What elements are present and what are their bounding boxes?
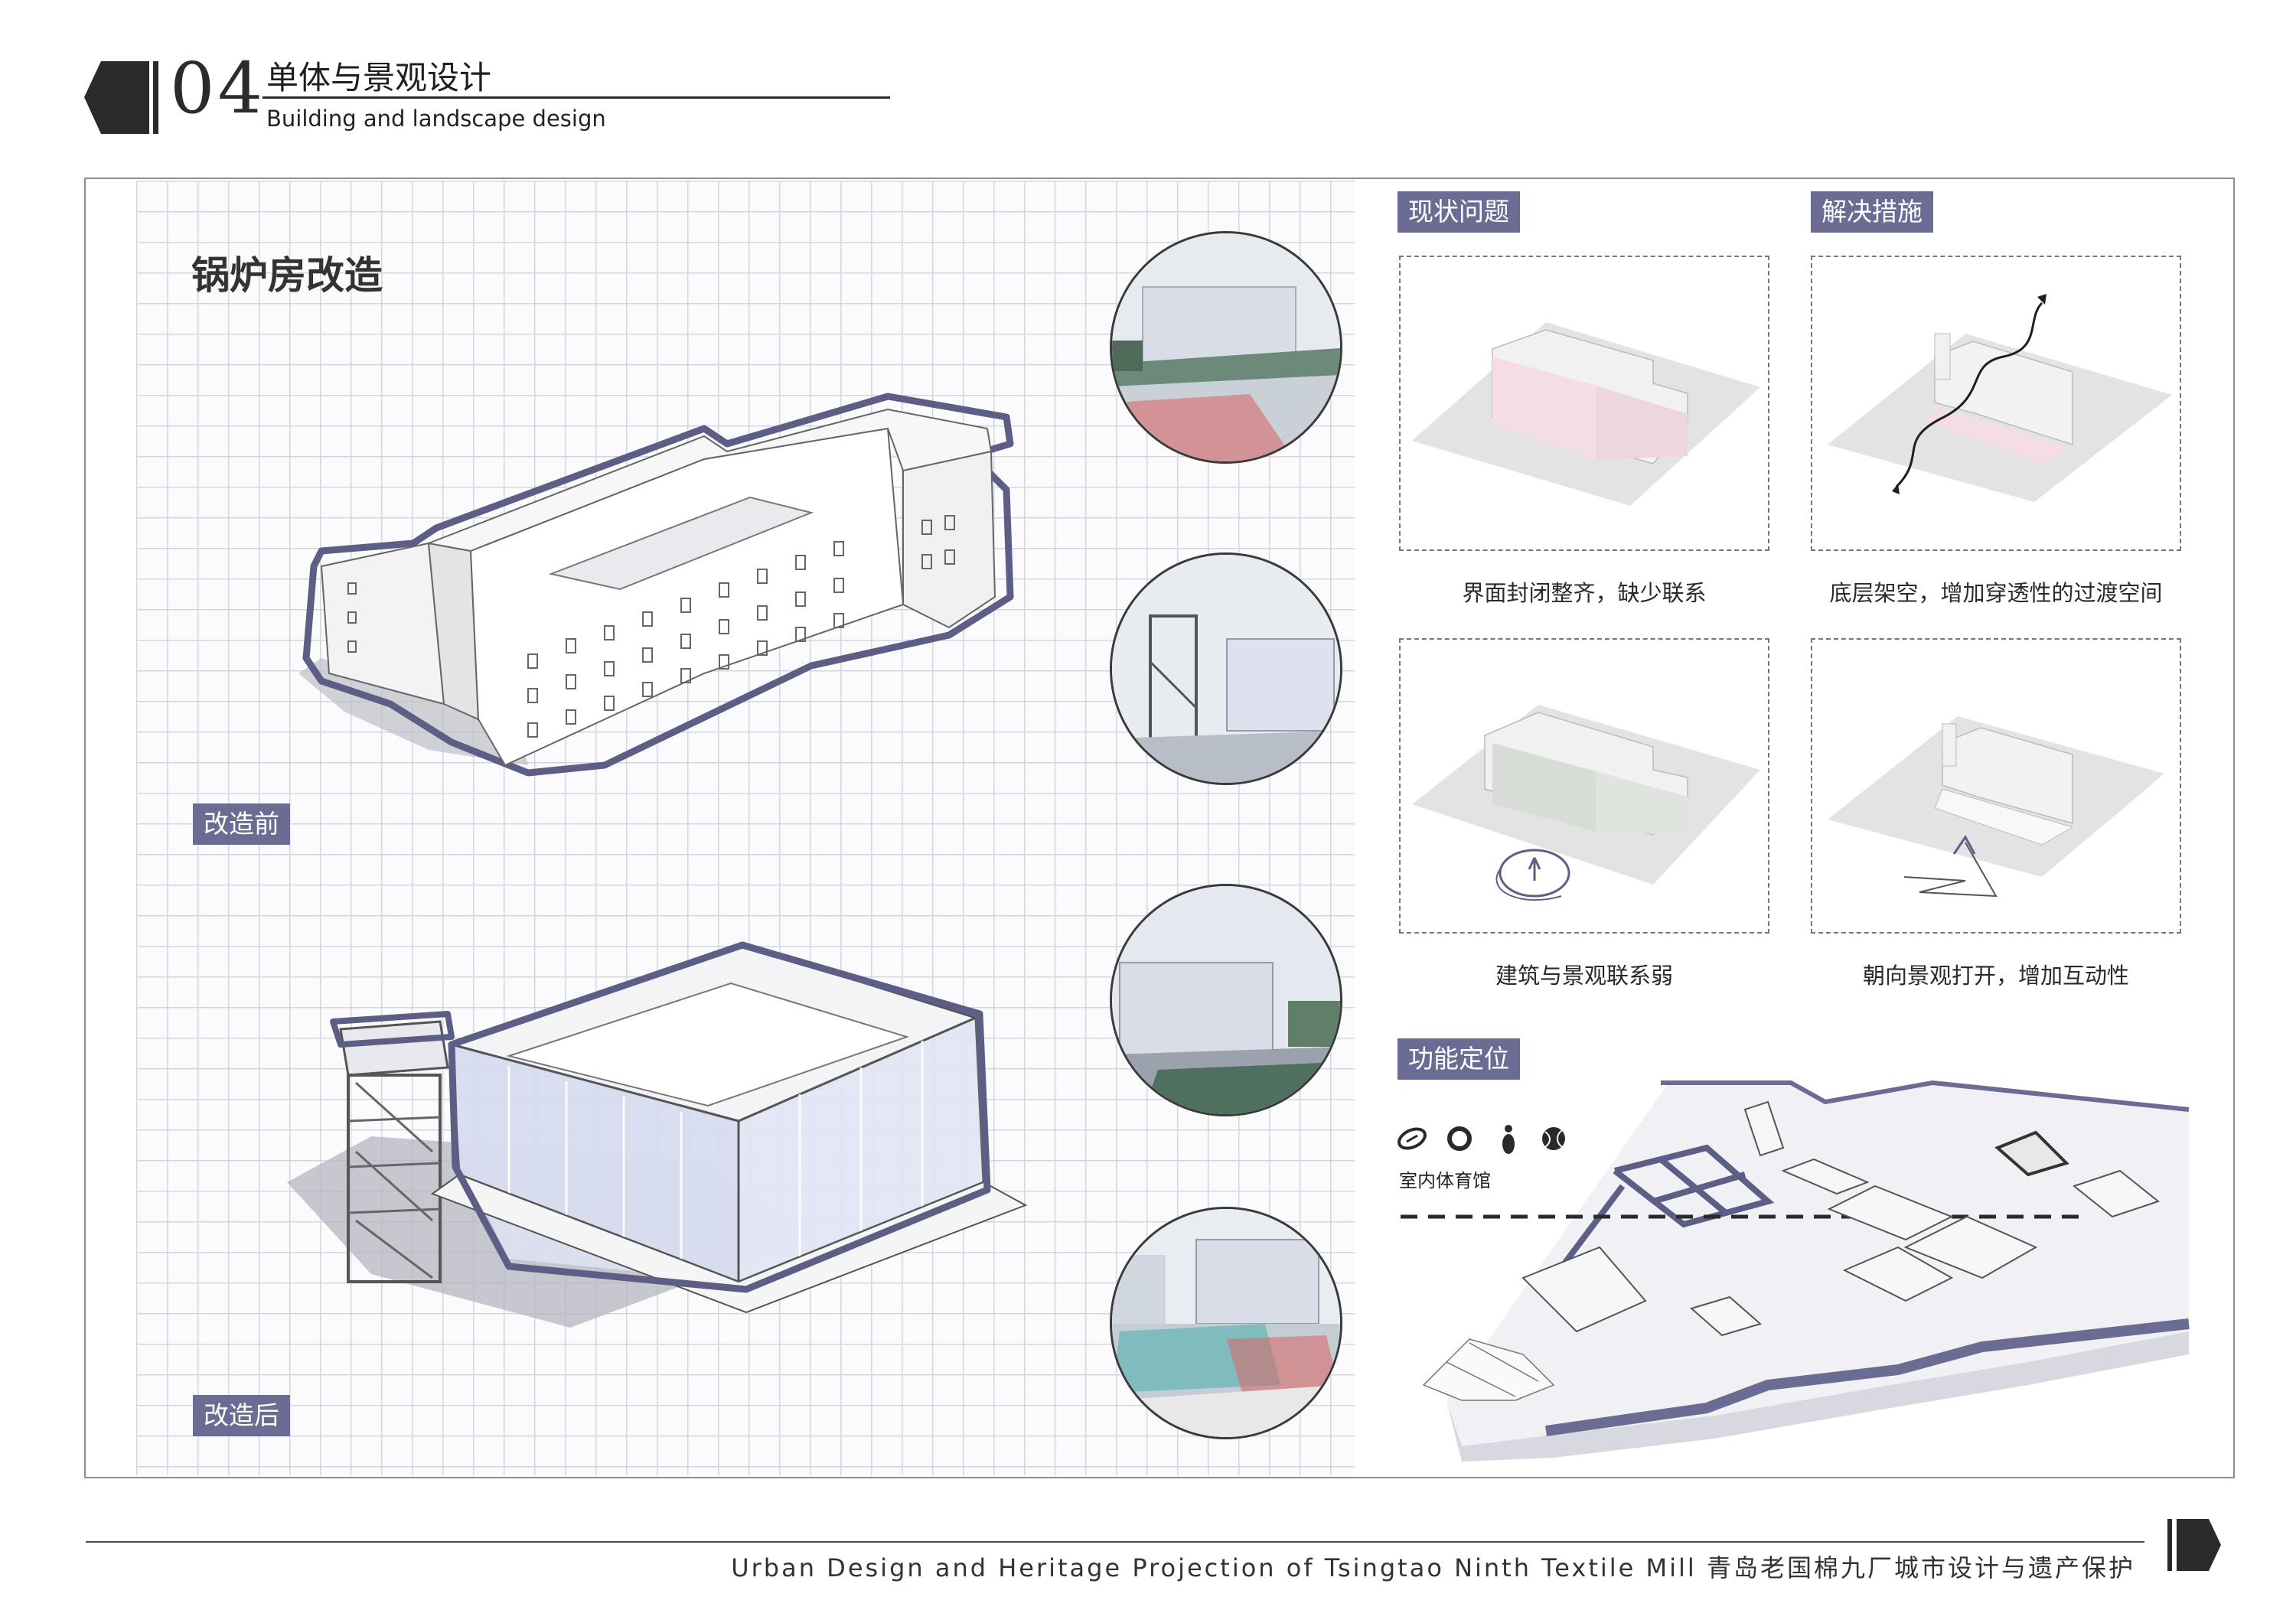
header-rule: [263, 96, 890, 99]
footer-text: Urban Design and Heritage Projection of …: [731, 1553, 2135, 1582]
footer-rule: [86, 1541, 2144, 1543]
before-building-drawing: [298, 393, 1014, 777]
label-after: 改造后: [193, 1395, 290, 1436]
diagram-solution-1: [1811, 256, 2181, 551]
diagram-current-2: [1399, 638, 1769, 934]
bowling-icon: [1502, 1125, 1515, 1154]
photo-circle-4: [1110, 1207, 1342, 1439]
sports-venue-label: 室内体育馆: [1399, 1170, 1491, 1191]
sports-icons: [1397, 1125, 1565, 1154]
caption-solution-1: 底层架空，增加穿透性的过渡空间: [1829, 580, 2163, 606]
caption-current-1: 界面封闭整齐，缺少联系: [1462, 580, 1707, 606]
site-plan-drawing: [1401, 1080, 2190, 1462]
caption-current-2: 建筑与景观联系弱: [1495, 963, 1673, 989]
page-title: 锅炉房改造: [191, 253, 383, 298]
ring-icon: [1447, 1126, 1472, 1151]
footer-hexagon-icon: [2167, 1519, 2221, 1571]
football-icon: [1397, 1127, 1427, 1150]
photo-circle-1: [1110, 231, 1342, 464]
after-building-drawing: [287, 941, 1028, 1328]
current-issues-tag: 现状问题: [1397, 191, 1520, 233]
section-title-cn: 单体与景观设计: [266, 59, 492, 96]
photo-circle-3: [1110, 884, 1342, 1116]
solutions-tag: 解决措施: [1811, 191, 1933, 233]
tennis-ball-icon: [1542, 1127, 1565, 1150]
photo-circle-2: [1110, 552, 1342, 785]
section-number: 04: [170, 47, 266, 129]
function-tag: 功能定位: [1397, 1038, 1520, 1080]
section-title-en: Building and landscape design: [266, 106, 606, 132]
caption-solution-2: 朝向景观打开，增加互动性: [1862, 963, 2129, 989]
diagram-current-1: [1399, 256, 1769, 551]
section-divider-bar: [153, 61, 158, 134]
label-before: 改造前: [193, 803, 290, 845]
diagram-solution-2: [1811, 638, 2181, 934]
section-hexagon-icon: [84, 61, 149, 134]
